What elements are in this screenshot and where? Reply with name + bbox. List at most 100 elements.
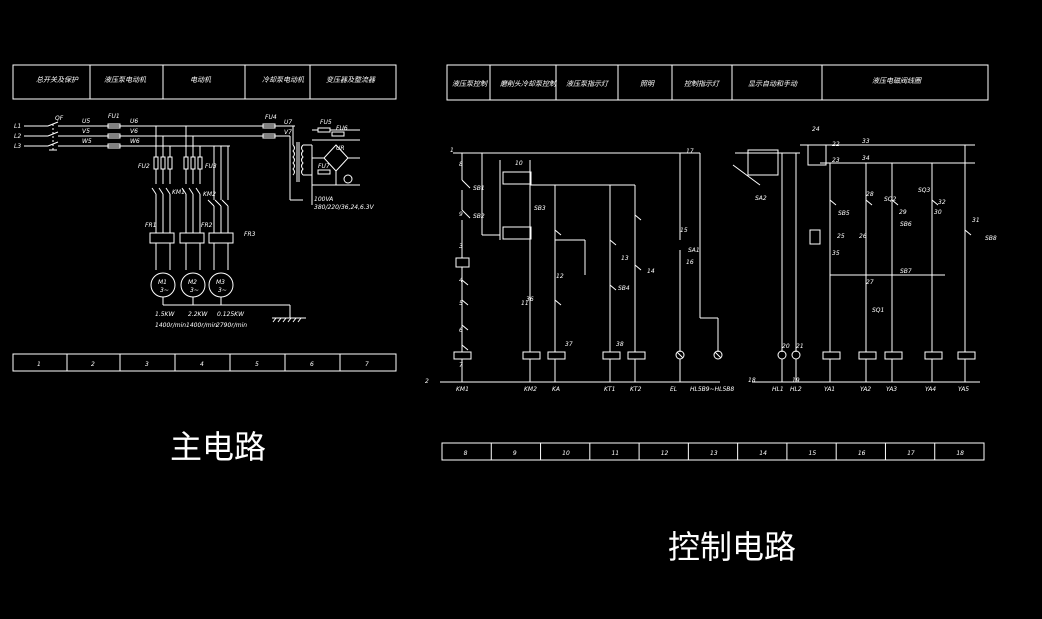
fu7-label: FU7 [318, 163, 330, 170]
switch-sb3: SB3 [534, 205, 546, 212]
node-number: 6 [459, 327, 463, 334]
main-header-table [12, 64, 397, 100]
node-number: 28 [866, 191, 874, 198]
control-branches [499, 160, 646, 382]
node-number: 22 [832, 141, 840, 148]
coil-hl5b: HL5B9~HL5B8 [690, 386, 734, 393]
node-number: 36 [526, 296, 534, 303]
fu6-label: FU6 [336, 125, 348, 132]
ya-branches [807, 144, 976, 382]
coil-ya2: YA2 [860, 386, 871, 393]
rectifier-bridge: FU5 FU6 UR FU7 [312, 119, 360, 186]
motor-m2-phase: 3~ [190, 287, 199, 294]
motor-m2-speed: 1400r/min [186, 322, 217, 329]
coil-hl2: HL2 [790, 386, 802, 393]
switch-sb2: SB2 [473, 213, 485, 220]
coil-ya1: YA1 [824, 386, 835, 393]
node-number: 26 [859, 233, 867, 240]
control-num-10: 18 [956, 450, 964, 457]
bus-w6: W6 [130, 138, 140, 145]
control-num-9: 17 [907, 450, 915, 457]
fu3-label: FU3 [205, 163, 217, 170]
node-number: 1 [450, 147, 454, 154]
switch-sb5: SB5 [838, 210, 850, 217]
bus-v6: V6 [130, 128, 138, 135]
control-num-6: 14 [759, 450, 767, 457]
switch-sa2: SA2 [755, 195, 767, 202]
transformer-rating: 100VA [314, 196, 333, 203]
node-number: 11 [521, 300, 529, 307]
node-number: 31 [972, 217, 980, 224]
bus-u5: U5 [82, 118, 90, 125]
control-num-4: 12 [661, 450, 669, 457]
km1-branch [453, 153, 500, 382]
control-num-0: 8 [464, 450, 468, 457]
node-number: 5 [459, 300, 463, 307]
main-circuit: 总开关及保护 液压泵电动机 电动机 冷却泵电动机 变压器及整流器 1 2 3 4… [12, 64, 397, 372]
node-number: 38 [616, 341, 624, 348]
switch-sa1: SA1 [688, 247, 700, 254]
fu2-fu3-fuses: FU2 FU3 [138, 156, 217, 170]
main-num-3: 4 [200, 361, 204, 368]
phase-l3: L3 [14, 143, 21, 150]
motor-m3: M3 3~ [208, 272, 234, 298]
motor-m3-speed: 2790r/min [216, 322, 247, 329]
fr3-label: FR3 [244, 231, 256, 238]
motor-m1-phase: 3~ [160, 287, 169, 294]
el-lamp-branch [675, 153, 723, 382]
qf-breaker: QF [47, 115, 64, 151]
main-number-table [12, 353, 397, 372]
node-number: 17 [686, 148, 694, 155]
node-number: 34 [862, 155, 870, 162]
node-number: 23 [832, 157, 840, 164]
coil-km1: KM1 [456, 386, 469, 393]
main-header-1: 液压泵电动机 [104, 76, 147, 84]
motor-m1-power: 1.5KW [155, 311, 175, 318]
fu5-label: FU5 [320, 119, 332, 126]
node-number: 9 [459, 211, 463, 218]
bus-v5: V5 [82, 128, 90, 135]
node-number: 35 [832, 250, 840, 257]
switch-sb8: SB8 [985, 235, 997, 242]
node-number: 19 [792, 377, 800, 384]
bus-w5: W5 [82, 138, 92, 145]
coil-ka: KA [552, 386, 560, 393]
control-num-1: 9 [513, 450, 517, 457]
motor-m2: M2 3~ [180, 272, 206, 298]
motor-m3-power: 0.125KW [217, 311, 245, 318]
main-header-2: 电动机 [190, 76, 212, 84]
control-header-6: 液压电磁阀线圈 [872, 77, 922, 85]
node-number: 29 [899, 209, 907, 216]
transformer: 100VA 380/220/36,24,6.3V [275, 125, 375, 211]
km1-label: KM1 [172, 189, 185, 196]
node-number: 30 [934, 209, 942, 216]
node-number: 20 [782, 343, 790, 350]
motor-m1-speed: 1400r/min [155, 322, 186, 329]
main-header-3: 冷却泵电动机 [262, 76, 305, 84]
phase-l1: L1 [14, 123, 21, 130]
thermal-relays: FR1 FR2 FR3 [145, 222, 256, 244]
main-header-4: 变压器及整流器 [326, 76, 376, 84]
motor-m2-power: 2.2KW [188, 311, 208, 318]
coil-ya3: YA3 [886, 386, 897, 393]
main-num-4: 5 [255, 361, 259, 368]
rectifier-label: UR [336, 145, 345, 152]
node-number: 7 [459, 362, 463, 369]
main-num-5: 6 [310, 361, 314, 368]
node-number: 2 [425, 378, 429, 385]
bus-u6: U6 [130, 118, 138, 125]
main-header-0: 总开关及保护 [36, 76, 79, 84]
coil-hl1: HL1 [772, 386, 784, 393]
main-num-0: 1 [37, 361, 41, 368]
node-number: 24 [812, 126, 820, 133]
sa2-switch [732, 149, 801, 382]
motor-m3-phase: 3~ [218, 287, 227, 294]
control-header-5: 显示自动和手动 [748, 80, 798, 88]
switch-sq1: SQ1 [872, 307, 884, 314]
control-header-2: 液压泵指示灯 [566, 80, 610, 88]
node-number: 27 [866, 279, 874, 286]
node-number: 8 [459, 161, 463, 168]
node-number: 14 [647, 268, 655, 275]
control-header-4: 控制指示灯 [684, 80, 721, 88]
